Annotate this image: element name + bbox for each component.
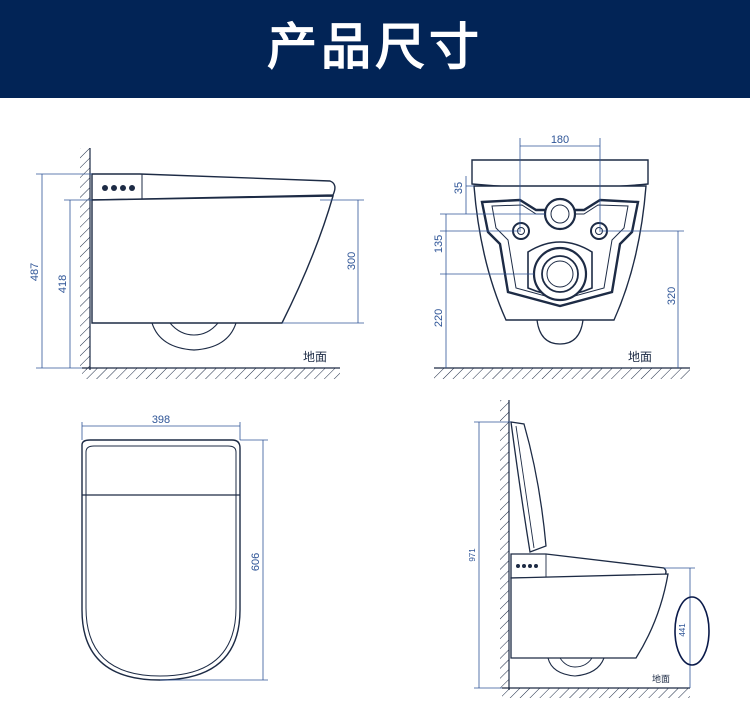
bowl-body	[91, 195, 334, 324]
dim-height-total: 487	[29, 263, 41, 281]
dim-height-mid: 320	[666, 287, 678, 305]
dim-height-low: 220	[433, 309, 445, 327]
top-view: 398 606	[81, 414, 268, 681]
dim-length: 606	[250, 553, 262, 571]
floor-label: 地面	[652, 673, 670, 685]
side-view: 487 418 300 地面	[29, 148, 364, 379]
highlight-ellipse	[674, 596, 710, 666]
side-open-view: 971 441 地面	[468, 400, 710, 698]
dim-offset-mid: 135	[433, 235, 445, 253]
floor-hatch	[434, 368, 690, 379]
dim-offset-top: 35	[453, 182, 465, 194]
control-button-icon	[534, 564, 538, 568]
floor-label: 地面	[628, 350, 652, 364]
page-title: 产品尺寸	[267, 18, 483, 76]
control-button-icon	[111, 185, 117, 191]
control-button-icon	[129, 185, 135, 191]
floor-hatch	[502, 688, 690, 698]
dim-height-open: 971	[468, 548, 477, 562]
wall-hatch	[80, 148, 90, 370]
lid-outline	[81, 439, 241, 681]
dim-height-bowl: 300	[346, 252, 358, 270]
floor-label: 地面	[303, 350, 327, 364]
dim-height-bowl: 441	[678, 623, 687, 637]
title-banner: 产品尺寸	[0, 0, 750, 98]
dim-width: 398	[152, 414, 170, 426]
front-view: 180 35 135 220 320 地面	[433, 134, 690, 379]
control-button-icon	[516, 564, 520, 568]
control-button-icon	[528, 564, 532, 568]
dim-height-seat: 418	[57, 275, 69, 293]
control-button-icon	[120, 185, 126, 191]
control-button-icon	[102, 185, 108, 191]
wall-hatch	[500, 400, 509, 690]
control-button-icon	[522, 564, 526, 568]
dimension-drawings: 487 418 300 地面	[29, 134, 710, 698]
floor-hatch	[82, 368, 340, 379]
bowl-body	[510, 573, 669, 659]
dim-width-top: 180	[551, 134, 569, 146]
